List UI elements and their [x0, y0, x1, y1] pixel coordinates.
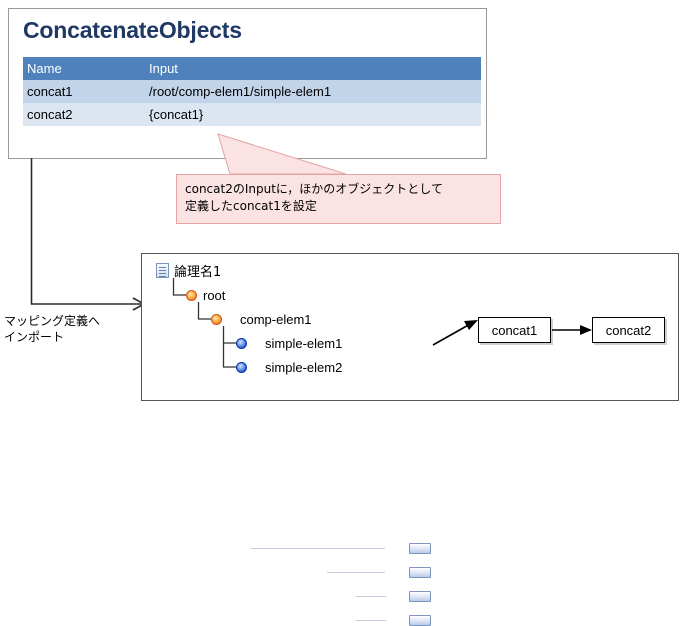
- page-title: ConcatenateObjects: [23, 17, 242, 43]
- concatenate-objects-panel: ConcatenateObjects Name Input concat1 /r…: [8, 8, 487, 159]
- annotation-callout: concat2のInputに，ほかのオブジェクトとして 定義したconcat1を…: [176, 174, 501, 224]
- mapping-definition-tree-panel: 論理名1 root comp-elem1 simple-elem1 simple…: [141, 253, 679, 626]
- table-header-row: Name Input: [23, 57, 481, 80]
- tree-node-label: comp-elem1: [240, 311, 312, 327]
- cell-name: concat2: [23, 103, 145, 126]
- mapping-arrows: [432, 320, 592, 346]
- cell-name: concat1: [23, 80, 145, 103]
- chip-lead-line: [251, 548, 385, 549]
- field-chip[interactable]: [409, 615, 431, 626]
- table-row[interactable]: concat1 /root/comp-elem1/simple-elem1: [23, 80, 481, 103]
- table-row[interactable]: concat2 {concat1}: [23, 103, 481, 126]
- field-chip[interactable]: [409, 591, 431, 602]
- field-chip[interactable]: [409, 543, 431, 554]
- concat1-label: concat1: [491, 322, 538, 338]
- simple-node-icon: [236, 361, 247, 373]
- document-icon: [156, 262, 169, 278]
- import-flow-label: マッピング定義へ インポート: [4, 314, 101, 344]
- concat2-box[interactable]: concat2: [592, 317, 665, 343]
- tree-node-simple-elem2[interactable]: simple-elem2: [236, 357, 342, 377]
- import-arrow-connector: [30, 158, 146, 311]
- tree-node-label: root: [203, 287, 226, 303]
- concat2-label: concat2: [605, 322, 652, 338]
- tree-node-comp-elem1[interactable]: comp-elem1: [211, 309, 312, 329]
- complex-node-icon: [211, 313, 222, 325]
- tree-node-simple-elem1[interactable]: simple-elem1: [236, 333, 342, 353]
- complex-node-icon: [186, 289, 197, 301]
- tree-node-label: simple-elem2: [265, 359, 343, 375]
- cell-input: /root/comp-elem1/simple-elem1: [145, 80, 481, 103]
- field-chip[interactable]: [409, 567, 431, 578]
- tree-node-label: simple-elem1: [265, 335, 343, 351]
- tree-node-root[interactable]: root: [186, 285, 225, 305]
- column-header-input: Input: [145, 57, 481, 80]
- tree-node-label: 論理名1: [174, 264, 222, 280]
- concatenate-objects-table: Name Input concat1 /root/comp-elem1/simp…: [23, 57, 481, 126]
- concat1-box[interactable]: concat1: [478, 317, 551, 343]
- tree-node-logical-name[interactable]: 論理名1: [156, 260, 221, 280]
- simple-node-icon: [236, 337, 247, 349]
- tree-connector-lines: [172, 278, 236, 368]
- callout-pointer: [217, 133, 347, 175]
- annotation-callout-text: concat2のInputに，ほかのオブジェクトとして 定義したconcat1を…: [185, 182, 443, 213]
- cell-input: {concat1}: [145, 103, 481, 126]
- chip-lead-line: [356, 596, 386, 597]
- chip-lead-line: [327, 572, 385, 573]
- column-header-name: Name: [23, 57, 145, 80]
- chip-lead-line: [356, 620, 386, 621]
